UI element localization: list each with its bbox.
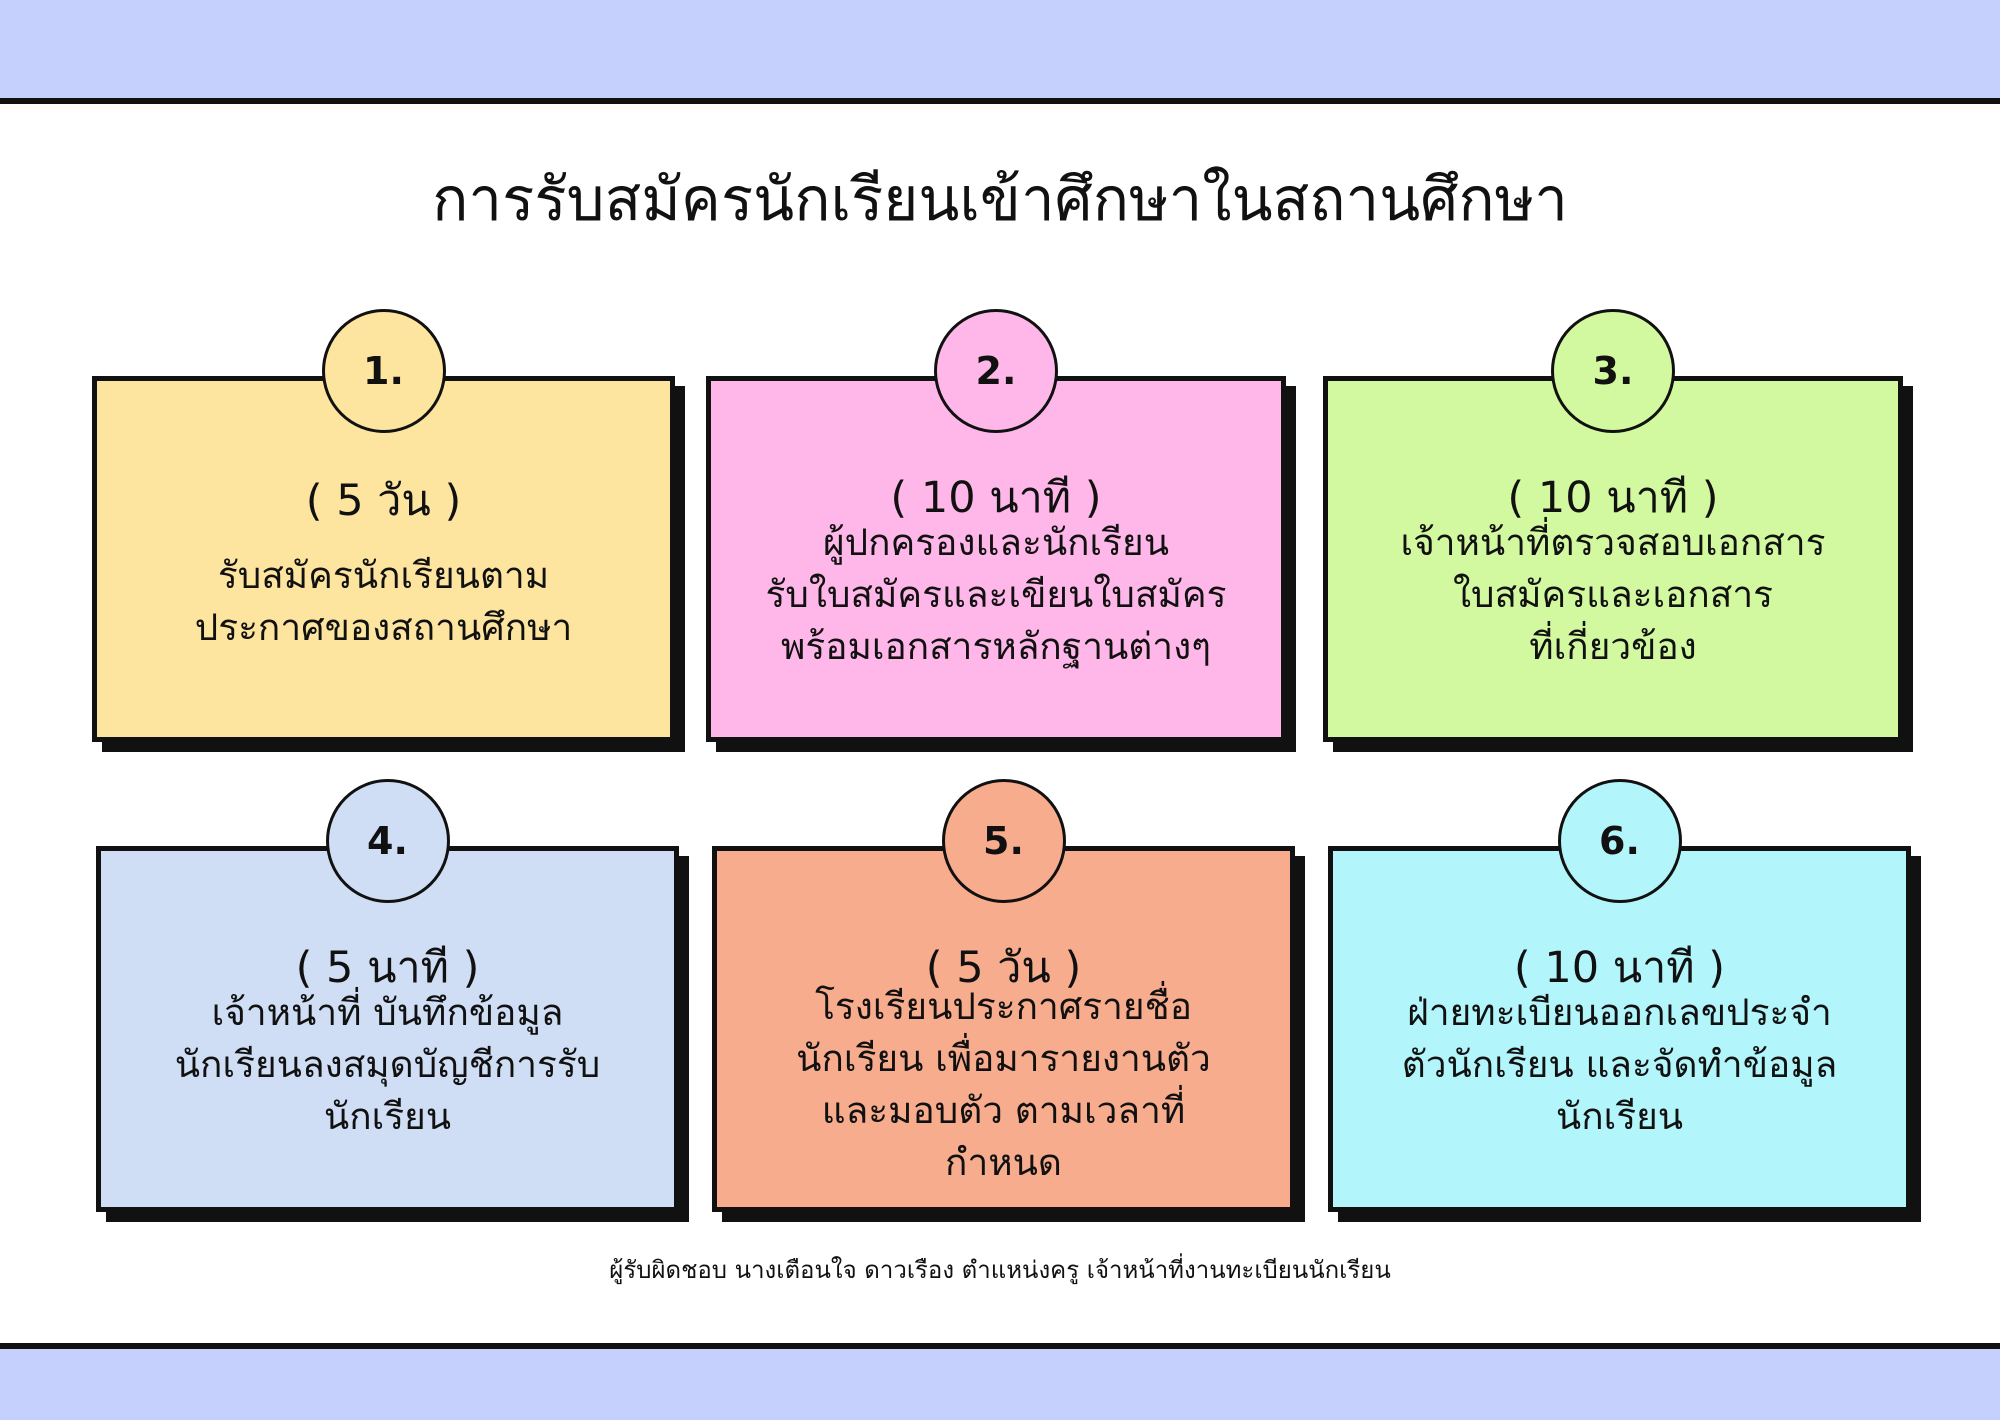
step-description: ผู้ปกครองและนักเรียน รับใบสมัครและเขียนใ… [765, 521, 1227, 668]
step-description: เจ้าหน้าที่ตรวจสอบเอกสาร ใบสมัครและเอกสา… [1400, 521, 1826, 668]
step-number-badge: 4. [325, 779, 450, 903]
step-card-2: 2. ( 10 นาที ) ผู้ปกครองและนักเรียน รับใ… [706, 309, 1286, 742]
top-band [0, 0, 2000, 104]
bottom-band [0, 1343, 2000, 1420]
step-duration: ( 10 นาที ) [1513, 943, 1726, 993]
step-number-badge: 1. [321, 309, 446, 433]
step-duration: ( 5 นาที ) [295, 943, 480, 993]
step-card-5: 5. ( 5 วัน ) โรงเรียนประกาศรายชื่อ นักเร… [712, 779, 1295, 1212]
step-description: รับสมัครนักเรียนตาม ประกาศของสถานศึกษา [194, 554, 573, 649]
responsible-person-note: ผู้รับผิดชอบ นางเตือนใจ ดาวเรือง ตำแหน่ง… [609, 1256, 1391, 1284]
step-duration: ( 10 นาที ) [1507, 473, 1719, 523]
step-duration: ( 5 วัน ) [305, 476, 462, 526]
step-description: เจ้าหน้าที่ บันทึกข้อมูล นักเรียนลงสมุดบ… [174, 991, 601, 1138]
page-title: การรับสมัครนักเรียนเข้าศึกษาในสถานศึกษา [432, 165, 1568, 235]
step-number-badge: 2. [934, 309, 1058, 433]
step-duration: ( 10 นาที ) [890, 473, 1102, 523]
step-number-badge: 3. [1551, 309, 1675, 433]
step-card-6: 6. ( 10 นาที ) ฝ่ายทะเบียนออกเลขประจำ ตั… [1328, 779, 1911, 1212]
step-card-3: 3. ( 10 นาที ) เจ้าหน้าที่ตรวจสอบเอกสาร … [1323, 309, 1903, 742]
step-card-1: 1. ( 5 วัน ) รับสมัครนักเรียนตาม ประกาศข… [92, 309, 675, 742]
step-card-4: 4. ( 5 นาที ) เจ้าหน้าที่ บันทึกข้อมูล น… [96, 779, 679, 1212]
step-duration: ( 5 วัน ) [925, 943, 1082, 993]
step-description: โรงเรียนประกาศรายชื่อ นักเรียน เพื่อมารา… [796, 985, 1211, 1184]
step-number-badge: 6. [1557, 779, 1682, 903]
step-number-badge: 5. [941, 779, 1066, 903]
step-description: ฝ่ายทะเบียนออกเลขประจำ ตัวนักเรียน และจั… [1401, 991, 1838, 1138]
